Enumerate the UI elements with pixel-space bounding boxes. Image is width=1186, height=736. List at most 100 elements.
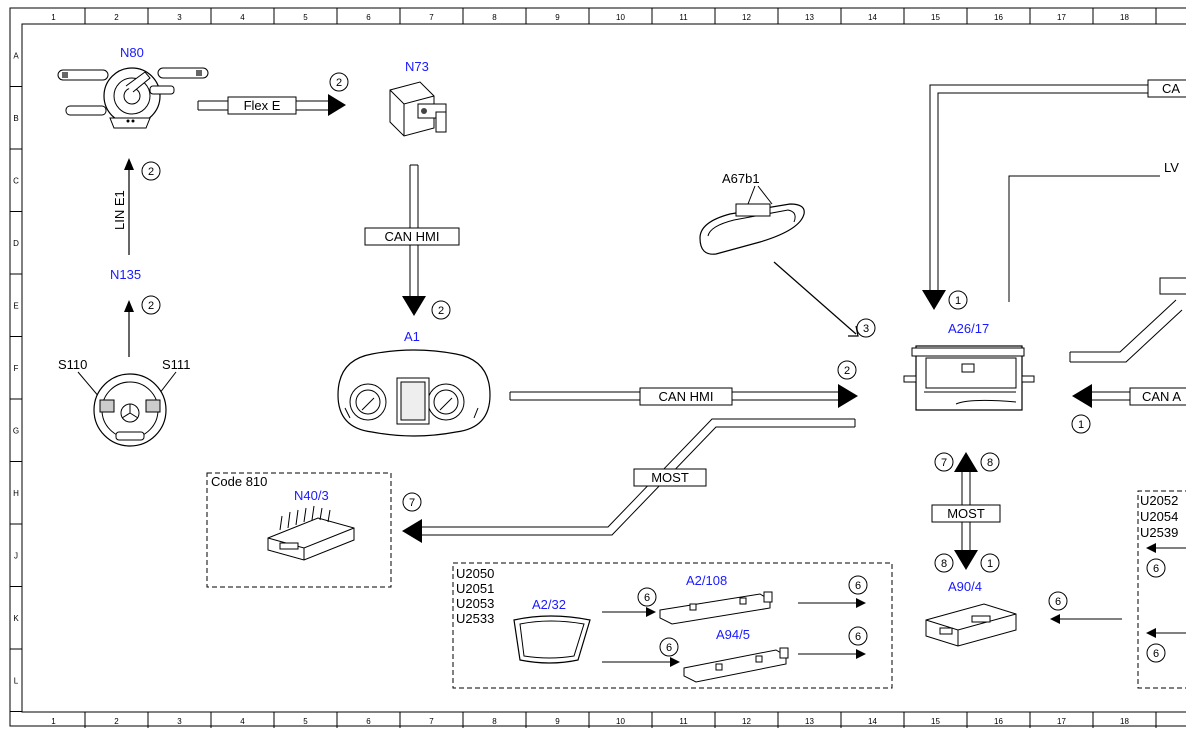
- column-label: 6: [366, 13, 371, 22]
- row-label: A: [13, 51, 19, 60]
- can-hmi-vertical-bus: CAN HMI: [364, 164, 460, 316]
- column-label: 17: [1057, 13, 1066, 22]
- marker-a94-5-out: 6: [848, 626, 868, 646]
- marker-right-upper: 6: [1146, 558, 1166, 578]
- can-a-bus: CAN A: [1072, 384, 1186, 408]
- lv-line: LV: [1008, 160, 1179, 302]
- lin-e1-bus: LIN E1: [112, 158, 134, 255]
- svg-text:8: 8: [941, 558, 947, 570]
- a67b1-mirror: A67b1: [699, 171, 859, 337]
- row-label: H: [13, 489, 19, 498]
- a67b1-label: A67b1: [722, 171, 760, 186]
- row-label: K: [13, 614, 19, 623]
- marker-layer: 2 2 2 2 3 2 1 1 7 8 8 1 7 6 6 6 6 6 6 6: [141, 72, 1166, 663]
- column-label: 8: [492, 717, 497, 726]
- row-label: C: [13, 176, 19, 185]
- column-label: 1: [51, 13, 56, 22]
- antenna-group: U2050 U2051 U2053 U2533 A2/32 A2/108 A94…: [452, 562, 893, 689]
- n40-3-label: N40/3: [294, 488, 329, 503]
- row-ticks: A B C D E F G H J K L: [10, 51, 22, 712]
- a1-instrument-cluster: A1: [337, 329, 491, 437]
- most-vertical-label: MOST: [947, 506, 985, 521]
- u-code-1: U2051: [456, 581, 494, 596]
- lv-label: LV: [1164, 160, 1179, 175]
- code-810-group: Code 810 N40/3: [206, 472, 392, 588]
- svg-text:2: 2: [844, 365, 850, 377]
- column-ticks: 1122334455667788991010111112121313141415…: [51, 8, 1157, 728]
- column-label: 16: [994, 13, 1003, 22]
- marker-lin-upper: 2: [141, 161, 161, 181]
- grid-frame: 1122334455667788991010111112121313141415…: [9, 7, 1186, 728]
- column-label: 12: [742, 717, 751, 726]
- can-a-label: CAN A: [1142, 389, 1181, 404]
- column-label: 9: [555, 717, 560, 726]
- column-label: 2: [114, 13, 119, 22]
- n135-label: N135: [110, 267, 141, 282]
- a2-108-label: A2/108: [686, 573, 727, 588]
- row-label: E: [13, 301, 18, 310]
- svg-text:6: 6: [855, 580, 861, 592]
- lin-e1-label: LIN E1: [112, 190, 127, 230]
- row-label: B: [13, 114, 18, 123]
- column-label: 4: [240, 13, 245, 22]
- svg-text:1: 1: [955, 295, 961, 307]
- row-label: L: [14, 676, 19, 685]
- svg-text:8: 8: [987, 457, 993, 469]
- column-label: 6: [366, 717, 371, 726]
- marker-n40-3: 7: [402, 492, 422, 512]
- marker-a90-4-in: 6: [1048, 591, 1068, 611]
- can-top-right-label: CA: [1162, 81, 1180, 96]
- row-label: G: [13, 426, 19, 435]
- column-label: 18: [1120, 717, 1129, 726]
- n73-label: N73: [405, 59, 429, 74]
- s110-label: S110: [58, 357, 87, 372]
- marker-a2-32-lower: 6: [659, 637, 679, 657]
- u-code-right-2: U2539: [1140, 525, 1178, 540]
- marker-lin-lower: 2: [141, 295, 161, 315]
- flex-e-bus: Flex E: [197, 94, 346, 116]
- column-label: 7: [429, 717, 434, 726]
- right-u-code-group: U2052 U2054 U2539: [1137, 490, 1186, 689]
- row-label: F: [14, 364, 19, 373]
- marker-can-a: 1: [1071, 414, 1091, 434]
- most-diagonal-label: MOST: [651, 470, 689, 485]
- steering-wheel: S110 S111: [58, 357, 190, 447]
- svg-text:6: 6: [1153, 563, 1159, 575]
- marker-most-bottom-left: 8: [934, 553, 954, 573]
- can-hmi-vertical-label: CAN HMI: [385, 229, 440, 244]
- column-label: 2: [114, 717, 119, 726]
- svg-text:6: 6: [1055, 596, 1061, 608]
- column-label: 13: [805, 717, 814, 726]
- column-label: 9: [555, 13, 560, 22]
- u-code-right-0: U2052: [1140, 493, 1178, 508]
- column-label: 13: [805, 13, 814, 22]
- n80-steering-column-module: N80: [57, 45, 209, 129]
- column-label: 4: [240, 717, 245, 726]
- a1-label: A1: [404, 329, 420, 344]
- a26-17-label: A26/17: [948, 321, 989, 336]
- flex-e-label: Flex E: [244, 98, 281, 113]
- u-code-0: U2050: [456, 566, 494, 581]
- column-label: 14: [868, 717, 877, 726]
- column-label: 15: [931, 13, 940, 22]
- marker-most-top-left: 7: [934, 452, 954, 472]
- marker-right-lower: 6: [1146, 643, 1166, 663]
- column-label: 12: [742, 13, 751, 22]
- a90-4-label: A90/4: [948, 579, 982, 594]
- most-vertical-bus: MOST: [931, 452, 1001, 570]
- svg-text:1: 1: [1078, 419, 1084, 431]
- row-label: D: [13, 239, 19, 248]
- row-label: J: [14, 551, 18, 560]
- svg-text:6: 6: [666, 642, 672, 654]
- svg-text:7: 7: [409, 497, 415, 509]
- u-code-2: U2053: [456, 596, 494, 611]
- column-label: 5: [303, 13, 308, 22]
- column-label: 18: [1120, 13, 1129, 22]
- marker-a26-top: 1: [948, 290, 968, 310]
- column-label: 3: [177, 717, 182, 726]
- s111-label: S111: [162, 357, 190, 372]
- marker-a1: 2: [431, 300, 451, 320]
- svg-text:2: 2: [148, 166, 154, 178]
- column-label: 7: [429, 13, 434, 22]
